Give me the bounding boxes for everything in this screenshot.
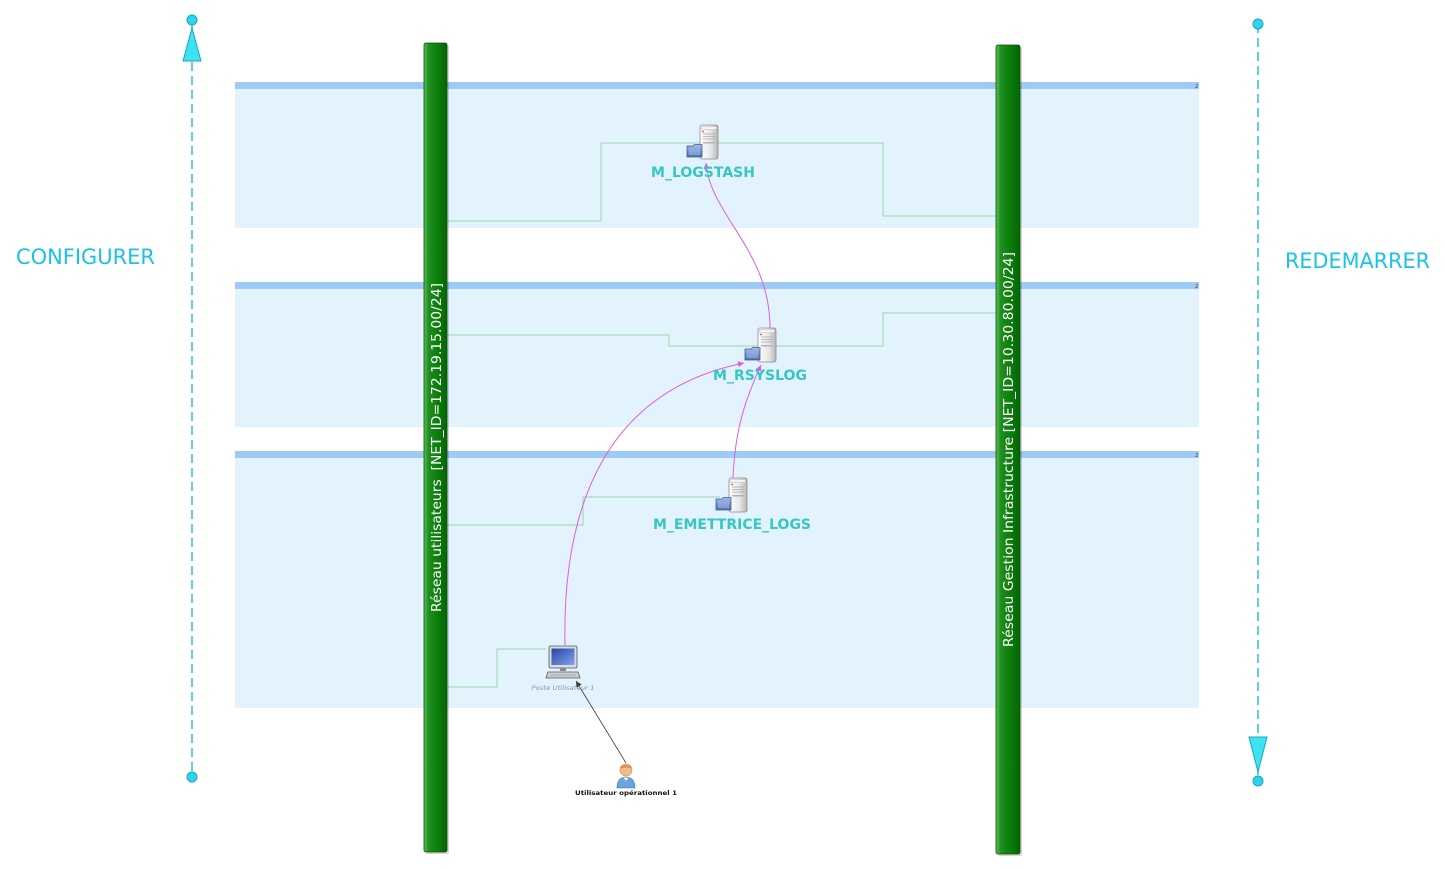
network-label: Réseau Gestion Infrastructure [NET_ID=10…	[1001, 252, 1017, 647]
node-rsyslog[interactable]: M_RSYSLOG	[713, 327, 807, 384]
actor-link-user-to-poste	[575, 680, 627, 764]
restart-phase-arrow	[1248, 18, 1268, 787]
zone-badge: 2	[1195, 284, 1198, 290]
user-icon	[616, 763, 636, 789]
zone-2: 2	[235, 282, 1199, 427]
flow-emettrice-to-rsyslog	[732, 364, 762, 479]
workstation-icon	[545, 645, 581, 679]
zone-header-bar	[235, 451, 1199, 458]
node-emettrice-logs[interactable]: M_EMETTRICE_LOGS	[653, 477, 811, 533]
network-bar	[423, 42, 448, 853]
zone-header-bar	[235, 282, 1199, 289]
phase-end-dot	[1252, 775, 1264, 787]
zone-badge: 2	[1195, 84, 1198, 90]
restart-label: REDEMARRER	[1285, 249, 1430, 273]
arrow-up-icon	[182, 26, 202, 62]
flow-poste-to-rsyslog	[564, 361, 745, 646]
network-infrastructure[interactable]: Réseau Gestion Infrastructure [NET_ID=10…	[995, 44, 1022, 856]
link-logstash	[447, 142, 996, 222]
network-label: Réseau utilisateurs [NET_ID=172.19.15.00…	[429, 283, 445, 612]
link-poste	[447, 648, 546, 688]
network-users[interactable]: Réseau utilisateurs [NET_ID=172.19.15.00…	[423, 42, 449, 854]
configure-phase-arrow	[182, 14, 202, 783]
configure-label: CONFIGURER	[16, 245, 155, 269]
phase-end-dot	[186, 771, 198, 783]
node-user[interactable]: Utilisateur opérationnel 1	[575, 763, 677, 797]
node-poste[interactable]: Poste Utilisateur 1	[532, 645, 595, 692]
link-emettrice-logs	[447, 496, 720, 526]
zone-background	[235, 282, 1199, 427]
zone-background	[235, 451, 1199, 708]
node-label: M_RSYSLOG	[713, 368, 807, 384]
zone-badge: 2	[1195, 453, 1198, 459]
node-label: Utilisateur opérationnel 1	[575, 789, 677, 797]
node-label: Poste Utilisateur 1	[532, 684, 595, 692]
arrow-down-icon	[1248, 736, 1268, 773]
node-label: M_EMETTRICE_LOGS	[653, 517, 811, 533]
node-logstash[interactable]: M_LOGSTASH	[651, 124, 755, 181]
node-label: M_LOGSTASH	[651, 165, 755, 181]
phase-start-dot	[186, 14, 198, 26]
flow-rsyslog-to-logstash	[703, 162, 771, 329]
zone-3: 2	[235, 451, 1199, 708]
zone-header-bar	[235, 82, 1199, 89]
network-bar	[995, 44, 1021, 855]
phase-start-dot	[1252, 18, 1264, 30]
log-flows	[564, 162, 771, 646]
